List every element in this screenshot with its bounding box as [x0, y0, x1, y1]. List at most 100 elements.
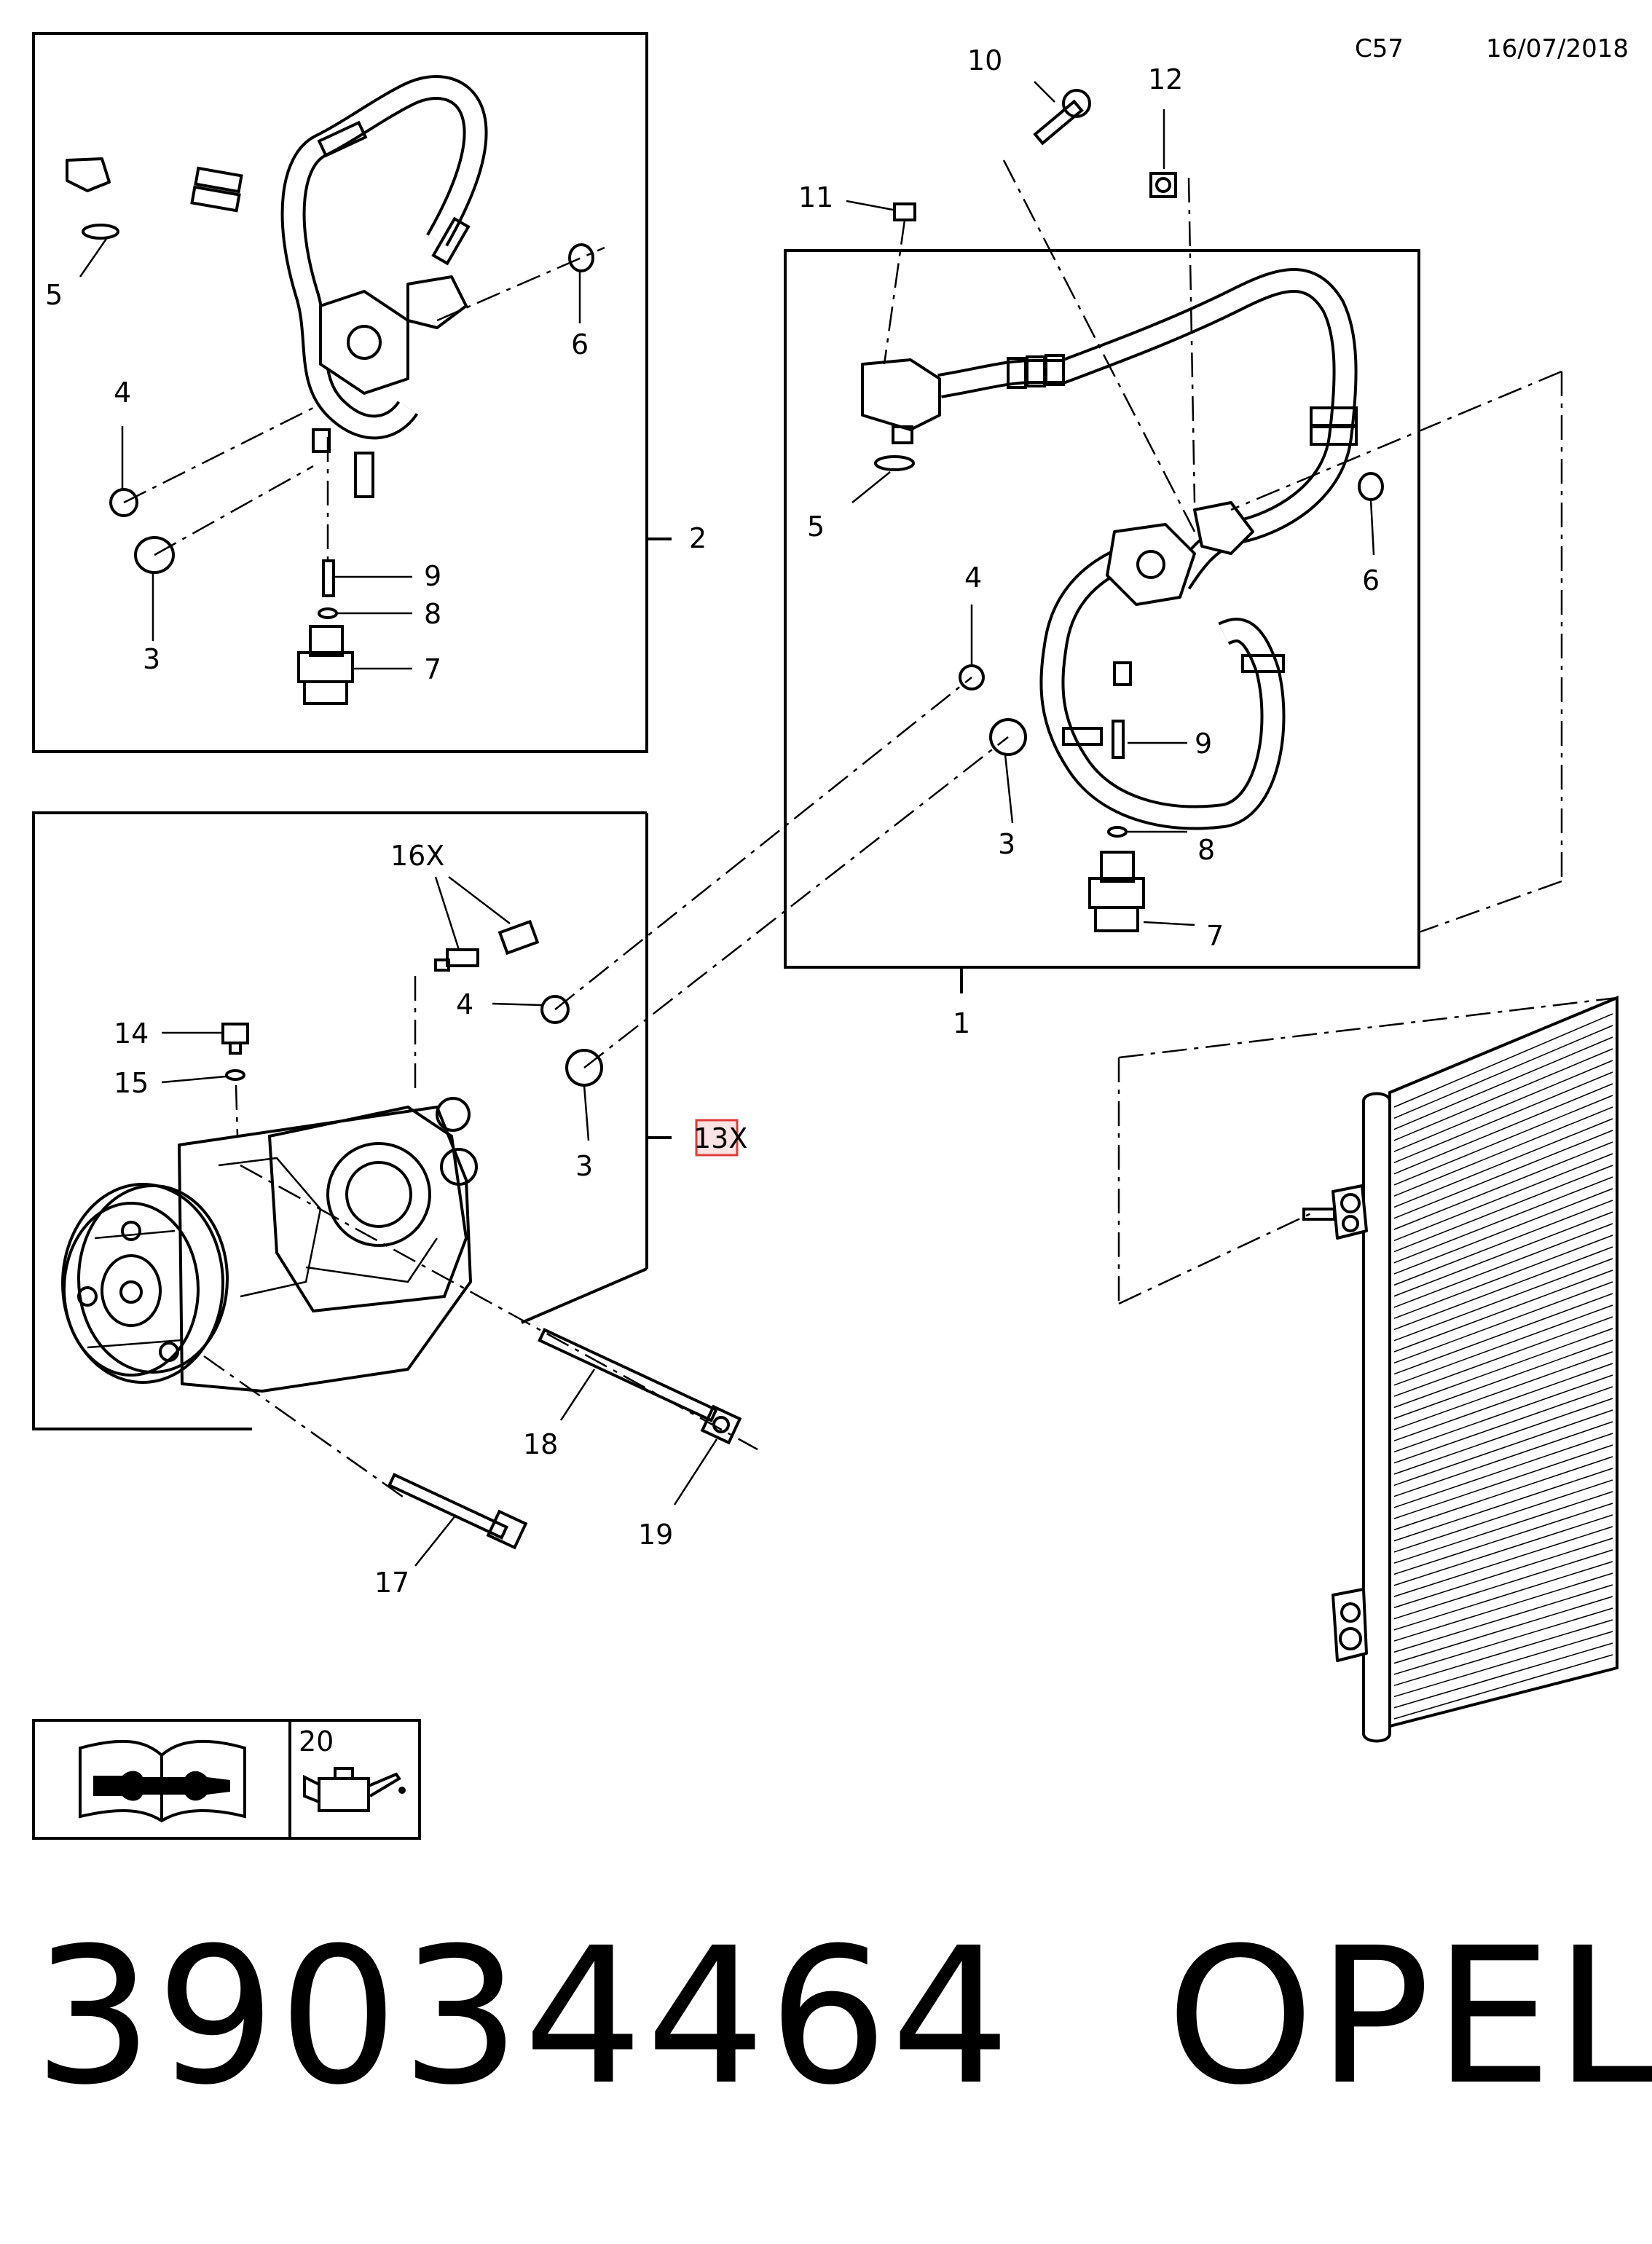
nut-19 [700, 1404, 742, 1445]
callout-7: 7 [1206, 920, 1224, 952]
condenser-fin-line [1393, 1491, 1613, 1564]
condenser-fins [1393, 1013, 1613, 1720]
condenser-fin-line [1393, 1036, 1613, 1130]
condenser-fin-line [1393, 1013, 1613, 1108]
condenser-fin-line [1393, 1293, 1613, 1375]
condenser-fin-line [1393, 1211, 1613, 1297]
callout-3: 3 [998, 828, 1015, 860]
condenser-fin-line [1393, 1048, 1613, 1141]
condenser-fin-line [1393, 1258, 1613, 1342]
condenser-fin-line [1393, 1456, 1613, 1531]
callout-18: 18 [523, 1428, 558, 1460]
condenser-fin-line [1393, 1071, 1613, 1164]
condenser-fin-line [1393, 1549, 1613, 1620]
callout-15: 15 [114, 1067, 149, 1099]
condenser-fin-line [1393, 1363, 1613, 1441]
o-ring-seal [82, 224, 594, 574]
upper-left-detail-box: 5 4 3 6 9 8 7 2 [32, 32, 707, 753]
condenser-fin-line [1393, 1269, 1613, 1353]
condenser-fin-line [1393, 1176, 1613, 1264]
callout-9: 9 [1195, 728, 1212, 760]
ac-compressor [61, 1097, 478, 1393]
condenser-fin-line [1393, 1561, 1613, 1631]
callout-16x: 16X [390, 840, 444, 872]
callout-1: 1 [953, 1007, 970, 1039]
bolt-10 [1033, 89, 1091, 146]
callout-14: 14 [114, 1017, 149, 1050]
callout-5: 5 [45, 279, 63, 311]
condenser-fin-line [1393, 1433, 1613, 1508]
condenser-fin-line [1393, 1572, 1613, 1642]
repair-manual-icon [79, 1739, 246, 1823]
highlight-box [695, 1119, 739, 1157]
callout-3: 3 [575, 1150, 593, 1182]
bolt-17 [387, 1473, 528, 1550]
condenser-fin-line [1393, 1596, 1613, 1664]
condenser-fin-line [1393, 1374, 1613, 1453]
condenser-fin-line [1393, 1607, 1613, 1675]
condenser-fin-line [1393, 1025, 1613, 1119]
pressure-switch [1088, 720, 1145, 932]
condenser-fin-line [1393, 1153, 1613, 1241]
hose-assembly-upper-left [66, 75, 488, 498]
condenser-fin-line [1393, 1631, 1613, 1698]
callout-12: 12 [1148, 63, 1183, 95]
callout-8: 8 [1197, 834, 1215, 866]
condenser-fin-line [1393, 1503, 1613, 1575]
condenser-fin-line [1393, 1468, 1613, 1542]
condenser-fin-line [1393, 1095, 1613, 1186]
callout-3: 3 [143, 643, 160, 675]
section-code: C57 [1355, 34, 1404, 63]
condenser-fin-line [1393, 1304, 1613, 1386]
o-ring-seal [540, 995, 603, 1087]
brand-name: OPEL [1166, 1908, 1652, 2126]
condenser-fin-line [1393, 1083, 1613, 1175]
condenser-fin-line [1393, 1351, 1613, 1430]
callout-5: 5 [807, 511, 825, 543]
callout-6: 6 [1362, 564, 1380, 597]
condenser-fin-line [1393, 1421, 1613, 1497]
callout-6: 6 [571, 328, 589, 361]
condenser-fin-line [1393, 1188, 1613, 1275]
condenser-fin-line [1393, 1060, 1613, 1152]
condenser-fin-line [1393, 1200, 1613, 1286]
condenser-fin-line [1393, 1118, 1613, 1208]
condenser-fin-line [1393, 1339, 1613, 1420]
condenser-fin-line [1393, 1642, 1613, 1709]
callout-7: 7 [424, 653, 441, 685]
hose-assembly-right [861, 268, 1358, 830]
callout-19: 19 [638, 1519, 673, 1551]
callout-8: 8 [424, 598, 441, 630]
condenser-fin-line [1393, 1281, 1613, 1363]
callout-10: 10 [967, 44, 1002, 76]
condenser-fin-line [1393, 1235, 1613, 1319]
condenser-fin-line [1393, 1386, 1613, 1464]
callout-11: 11 [798, 181, 833, 213]
condenser-fin-line [1393, 1444, 1613, 1519]
compressor-detail-box: 16X 4 14 15 3 13X [32, 811, 758, 1502]
condenser-fin-line [1393, 1328, 1613, 1409]
right-detail-box: 5 4 3 6 9 8 7 1 [784, 249, 1420, 1039]
condenser-fin-line [1393, 1398, 1613, 1475]
nut-11 [893, 202, 916, 221]
condenser-fin-line [1393, 1223, 1613, 1308]
callout-4: 4 [964, 562, 982, 594]
condenser [1302, 996, 1618, 1743]
condenser-fin-line [1393, 1479, 1613, 1553]
pressure-switch-16x [434, 919, 540, 972]
pressure-switch [297, 559, 354, 705]
condenser-fin-line [1393, 1165, 1613, 1253]
nut-12 [1149, 172, 1177, 198]
condenser-fin-line [1393, 1316, 1613, 1397]
condenser-fin-line [1393, 1130, 1613, 1219]
condenser-fin-line [1393, 1106, 1613, 1197]
oil-can-icon [303, 1767, 406, 1812]
stud-18 [538, 1328, 718, 1422]
condenser-fin-line [1393, 1538, 1613, 1608]
condenser-fin-line [1393, 1654, 1613, 1720]
plug-14 [221, 1023, 249, 1081]
part-number: 39034464 [34, 1908, 1014, 2126]
condenser-fin-line [1393, 1584, 1613, 1653]
